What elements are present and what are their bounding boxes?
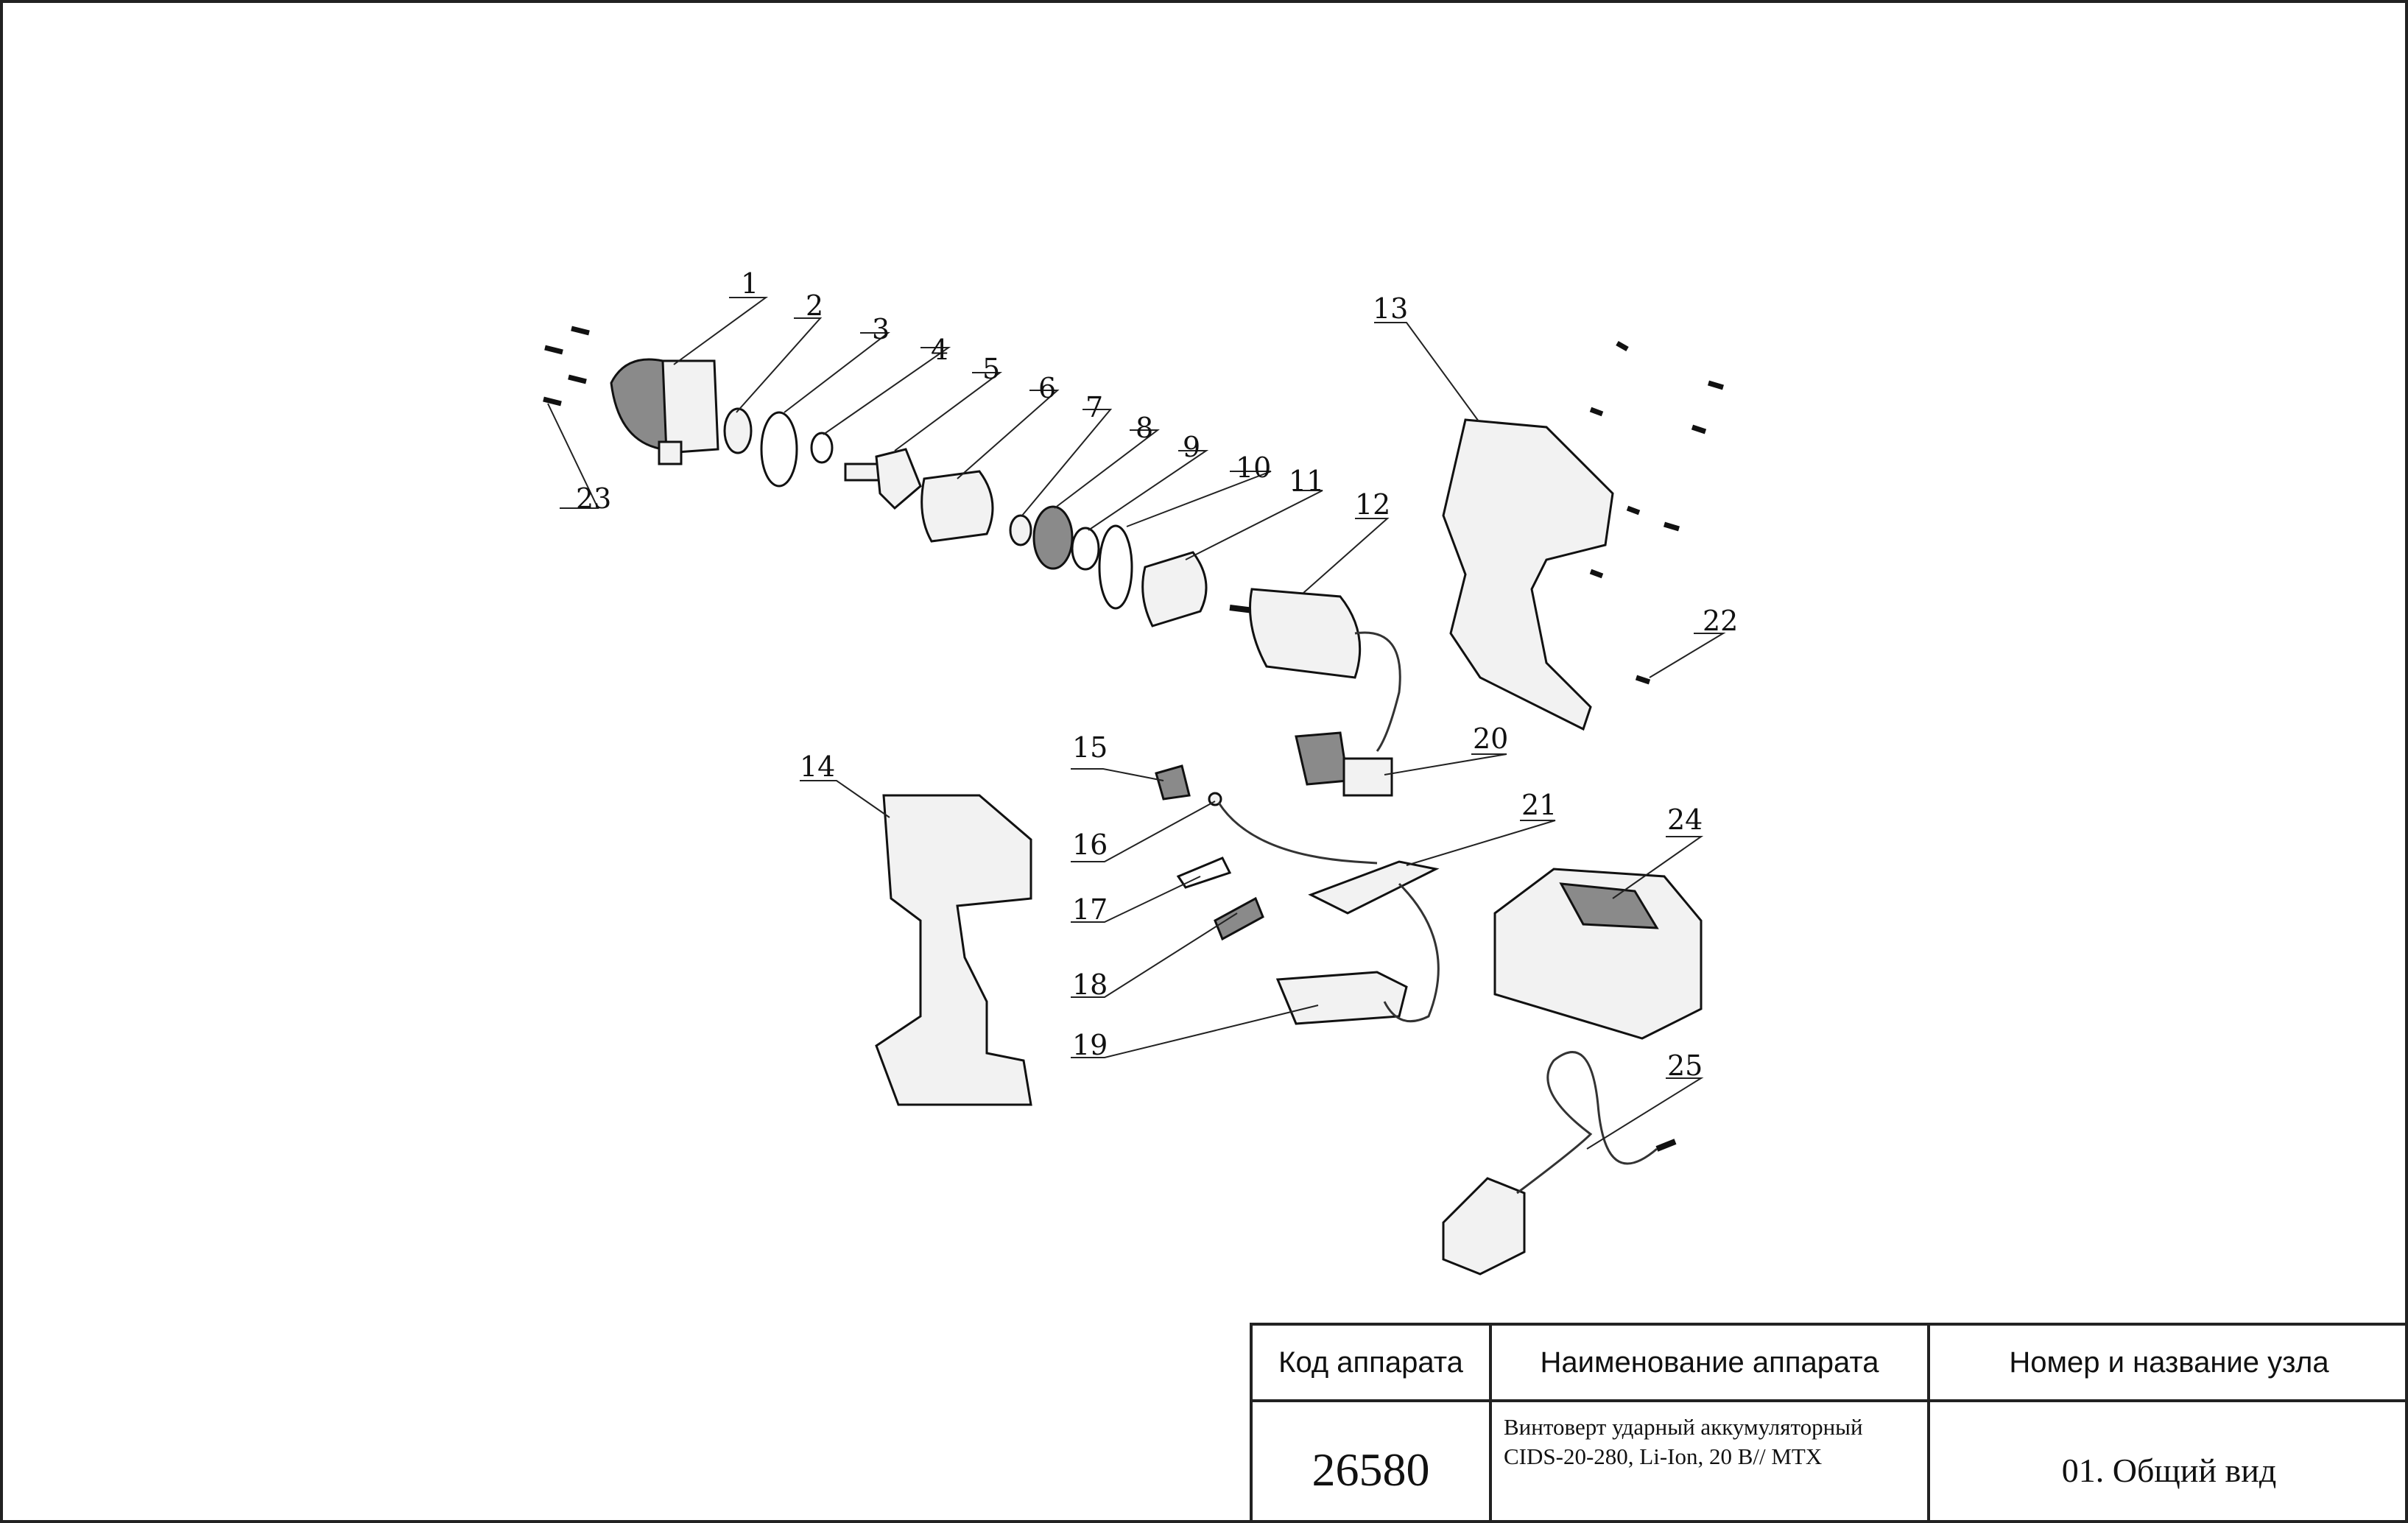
part-21-pcb [1308,860,1440,1023]
callout-labels: 1 2 3 4 5 6 7 8 9 10 11 12 13 14 15 16 1… [576,267,1738,1082]
device-name-line-2: CIDS-20-280, Li-Ion, 20 В// MTX [1504,1443,1823,1469]
screws-22 [1589,340,1725,685]
header-device-code: Код аппарата [1253,1326,1492,1402]
callout-21: 21 [1521,789,1557,821]
callout-7: 7 [1085,391,1103,423]
part-25-charger [1442,1051,1677,1276]
callout-5: 5 [982,353,1000,385]
callout-15: 15 [1072,731,1108,764]
part-7-ring [1009,514,1032,546]
callout-12: 12 [1355,488,1390,521]
part-18-switch-block [1214,896,1264,941]
callout-6: 6 [1038,372,1056,404]
callout-25: 25 [1667,1049,1703,1082]
part-19-terminal [1275,971,1408,1025]
header-unit-name: Номер и название узла [1930,1326,2408,1402]
callout-19: 19 [1072,1029,1108,1061]
part-1-front-housing [610,358,719,465]
callout-3: 3 [872,313,890,345]
title-block: Код аппарата Наименование аппарата Номер… [1250,1323,2408,1523]
callout-24: 24 [1667,803,1703,836]
unit-name: 01. Общий вид [2061,1451,2277,1489]
part-14-left-housing [875,794,1032,1106]
callout-11: 11 [1289,465,1324,497]
part-9-ring [1071,527,1100,571]
callout-22: 22 [1703,605,1738,637]
part-11-gear-housing [1141,551,1208,627]
part-13-right-housing [1442,418,1614,731]
device-name-line-1: Винтоверт ударный аккумуляторный [1504,1414,1863,1440]
device-name: Винтоверт ударный аккумуляторный CIDS-20… [1492,1402,1930,1523]
part-5-anvil [844,448,922,510]
callout-13: 13 [1373,292,1408,325]
part-2-ring [723,407,753,454]
header-device-name: Наименование аппарата [1492,1326,1930,1402]
device-code: 26580 [1253,1402,1492,1523]
part-10-o-ring [1098,524,1133,610]
part-16-led [1208,792,1378,865]
part-6-hammer [920,470,994,543]
callout-23: 23 [576,482,611,515]
part-12-motor [1229,588,1401,752]
callout-17: 17 [1072,893,1108,926]
callout-20: 20 [1473,722,1508,755]
part-24-battery [1493,868,1703,1040]
callout-2: 2 [806,289,823,322]
callout-9: 9 [1183,431,1200,463]
screws-23 [543,326,590,407]
callout-1: 1 [741,267,758,300]
part-15-button [1155,764,1191,801]
callout-10: 10 [1236,451,1271,484]
callout-16: 16 [1072,829,1108,861]
part-4-washer [810,432,834,464]
part-8-bearing [1032,505,1074,570]
callout-4: 4 [931,334,948,366]
part-3-washer [760,411,798,488]
callout-18: 18 [1072,968,1108,1001]
callout-14: 14 [800,750,835,783]
leader-lines [547,297,1726,1150]
part-20-trigger-switch [1295,731,1393,797]
callout-8: 8 [1136,412,1153,444]
